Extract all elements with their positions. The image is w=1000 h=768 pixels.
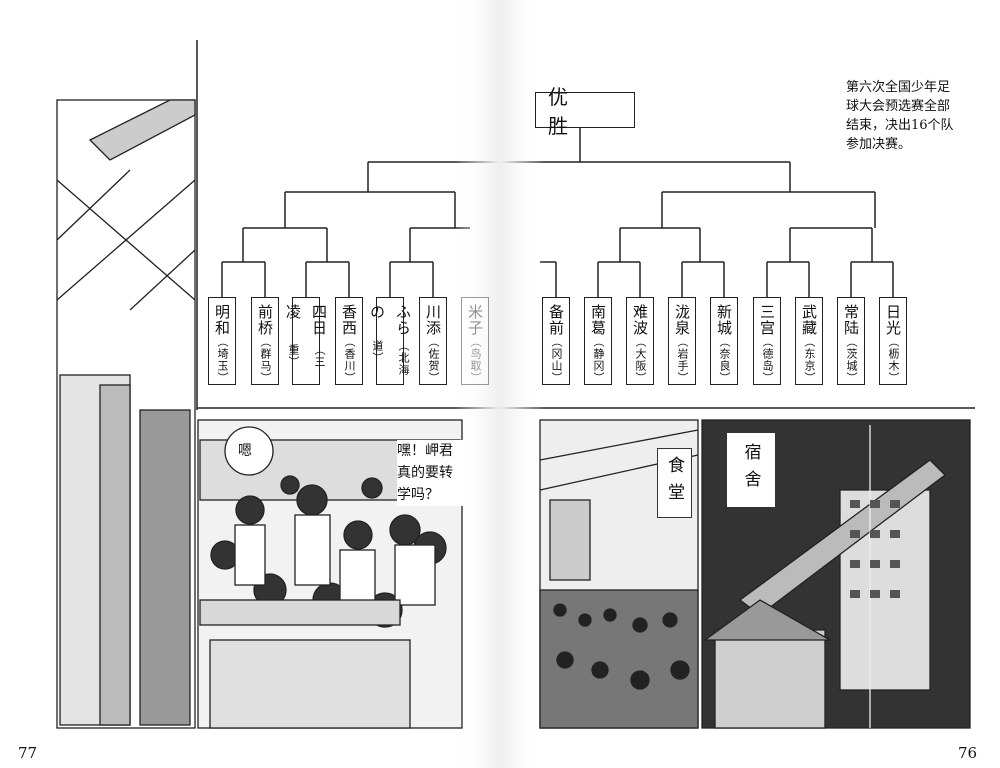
panel-dormitory (701, 419, 971, 729)
team-name: 米子 (466, 304, 484, 336)
team-box: 备前（冈山） (542, 297, 570, 385)
team-box: 四日凌 （三重） (284, 297, 328, 385)
team-prefecture: （埼玉） (216, 336, 229, 384)
sign-cafeteria: 食堂 (657, 448, 692, 518)
team-name: 明和 (213, 304, 231, 336)
team-name: 香西 (340, 304, 358, 336)
team-prefecture: （东京） (803, 336, 816, 384)
team-box: 明和（埼玉） (208, 297, 236, 385)
team-prefecture: （德岛） (761, 336, 774, 384)
sign-dormitory: 宿舍 (726, 432, 776, 508)
page-gutter (455, 0, 545, 768)
team-name: 日光 (884, 304, 902, 336)
team-box: 香西（香川） (335, 297, 363, 385)
team-prefecture: （枥木） (887, 336, 900, 384)
page-number-left: 77 (18, 744, 38, 762)
team-box: 武藏（东京） (795, 297, 823, 385)
team-box: 泷泉（岩手） (668, 297, 696, 385)
team-name: 泷泉 (673, 304, 691, 336)
team-prefecture: （静冈） (592, 336, 605, 384)
team-prefecture: （佐贺） (427, 336, 440, 384)
team-prefecture: （茨城） (845, 336, 858, 384)
team-name: 川添 (424, 304, 442, 336)
team-box: 川添（佐贺） (419, 297, 447, 385)
winner-box: 优 胜 (535, 85, 635, 138)
team-name: 常陆 (842, 304, 860, 336)
team-prefecture: （奈良） (718, 336, 731, 384)
team-name: 难波 (631, 304, 649, 336)
team-name: 四日凌 (284, 304, 328, 336)
team-box: 新城（奈良） (710, 297, 738, 385)
team-name: 新城 (715, 304, 733, 336)
team-name: 南葛 (589, 304, 607, 336)
team-box: 南葛（静冈） (584, 297, 612, 385)
team-box: 难波（大阪） (626, 297, 654, 385)
team-box: 米子（鸟取） (461, 297, 489, 385)
team-prefecture: （群马） (259, 336, 272, 384)
team-prefecture: （鸟取） (469, 336, 482, 384)
panel-ceiling-pillar (56, 99, 196, 729)
page-number-right: 76 (958, 744, 978, 762)
team-box: 前桥（群马） (251, 297, 279, 385)
team-name: 备前 (547, 304, 565, 336)
team-prefecture: （北海道） (371, 339, 410, 376)
team-name: 武藏 (800, 304, 818, 336)
team-box: 日光（枥木） (879, 297, 907, 385)
team-box: 常陆（茨城） (837, 297, 865, 385)
team-prefecture: （香川） (343, 336, 356, 384)
team-name: 前桥 (256, 304, 274, 336)
speech-bubble-question: 嘿！岬君真的要转学吗？ (397, 440, 463, 506)
team-prefecture: （大阪） (634, 336, 647, 384)
speech-bubble-hmm: 嗯 (238, 443, 252, 459)
team-prefecture: （冈山） (550, 336, 563, 384)
team-box: 三宫（德岛） (753, 297, 781, 385)
team-box: ふらの（北海道） (368, 297, 412, 385)
team-name: 三宫 (758, 304, 776, 336)
team-name: ふらの (368, 304, 412, 336)
team-prefecture: （岩手） (676, 336, 689, 384)
narration-caption: 第六次全国少年足球大会预选赛全部结束，决出16个队参加决赛。 (846, 80, 954, 152)
team-prefecture: （三重） (287, 344, 326, 368)
